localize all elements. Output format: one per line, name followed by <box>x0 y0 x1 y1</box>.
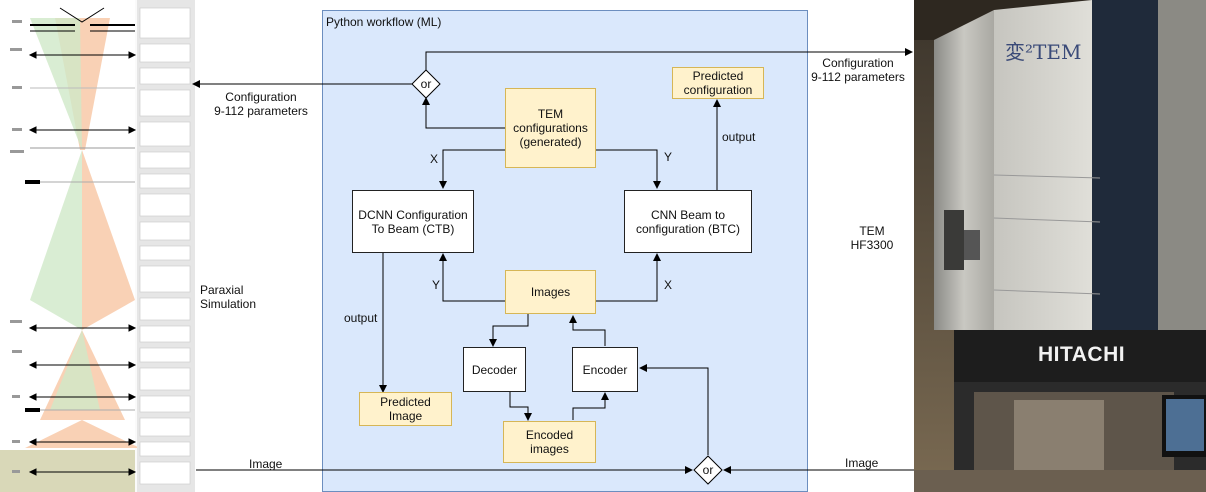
edge-label-y-left: Y <box>432 278 441 292</box>
edge-images-to-cnn <box>596 253 661 302</box>
edge-label-y-right: Y <box>664 150 673 164</box>
node-dcnn-ctb: DCNN Configuration To Beam (CTB) <box>352 190 474 253</box>
node-decoder: Decoder <box>463 347 526 392</box>
label-image-right: Image <box>845 456 879 470</box>
edge-encoder-to-images <box>569 315 606 346</box>
edge-encoded-to-encoder <box>572 392 609 420</box>
edge-config-to-or <box>422 97 505 129</box>
edge-or-to-encoder <box>639 364 709 455</box>
node-tem-configurations: TEM configurations (generated) <box>505 88 596 168</box>
hitachi-logo: HITACHI <box>1038 343 1126 366</box>
label-paraxial-simulation: Paraxial Simulation <box>200 283 257 311</box>
label-config-right: Configuration 9-112 parameters <box>811 56 905 84</box>
or-label-bottom: or <box>702 463 714 477</box>
label-image-left: Image <box>249 457 283 471</box>
edge-decoder-to-encoded <box>509 392 532 421</box>
tem-photo-drawing <box>914 0 1206 492</box>
edge-label-output-left: output <box>344 311 378 325</box>
node-cnn-btc: CNN Beam to configuration (BTC) <box>624 190 752 253</box>
node-predicted-image: Predicted Image <box>359 392 452 426</box>
or-gate-bottom <box>693 455 723 485</box>
edge-label-x-right: X <box>664 278 673 292</box>
tem-logo: 変²TEM <box>1005 40 1082 64</box>
edge-or-to-tem <box>425 48 913 70</box>
or-gate-top <box>411 69 441 99</box>
simulation-canvas <box>0 0 195 492</box>
node-images: Images <box>505 270 596 314</box>
edge-label-output-right: output <box>722 130 756 144</box>
edge-label-x-left: X <box>430 152 439 166</box>
panel-title: Python workflow (ML) <box>326 15 442 29</box>
node-encoded-images: Encoded images <box>503 421 596 463</box>
edge-config-to-cnn <box>596 149 661 189</box>
label-tem-hf3300: TEM HF3300 <box>850 224 894 252</box>
edge-images-to-dcnn <box>439 253 505 302</box>
node-encoder: Encoder <box>572 347 638 392</box>
tem-photo <box>914 0 1206 492</box>
paraxial-simulation-screenshot <box>0 0 195 492</box>
edge-config-to-dcnn <box>439 149 505 189</box>
node-predicted-configuration: Predicted configuration <box>672 67 764 99</box>
label-config-left: Configuration 9-112 parameters <box>214 90 308 118</box>
or-label-top: or <box>420 77 432 91</box>
edge-images-to-decoder <box>489 314 529 347</box>
